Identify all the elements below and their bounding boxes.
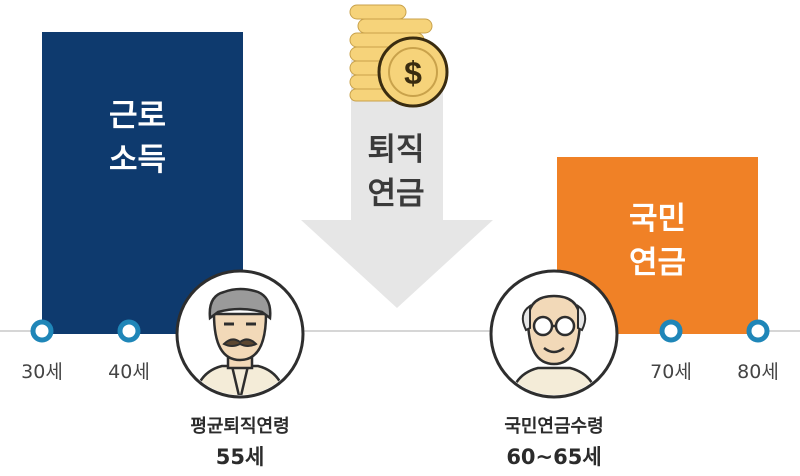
national-pension-line1: 국민 (628, 200, 687, 237)
pension-age-value: 60~65세 (506, 445, 602, 469)
national-pension-line2: 연금 (628, 244, 687, 281)
tick-label-70: 70세 (650, 361, 692, 383)
tick-marker-70 (659, 319, 683, 343)
pension-age-caption: 국민연금수령 60~65세 (464, 412, 644, 472)
retirement-age-value: 55세 (215, 445, 265, 469)
dollar-coin-icon: $ (377, 36, 449, 108)
national-pension-block: 국민 연금 (557, 157, 758, 334)
tick-label-40: 40세 (108, 361, 150, 383)
retirement-pension-line1: 퇴직 (367, 132, 425, 168)
labor-income-line1: 근로 (108, 98, 167, 134)
labor-income-line2: 소득 (108, 142, 167, 178)
elderly-man-icon (489, 269, 619, 399)
tick-label-30: 30세 (21, 361, 63, 383)
retirement-pension-label: 퇴직 연금 (348, 128, 444, 216)
pension-age-title: 국민연금수령 (504, 416, 604, 437)
retirement-pension-line2: 연금 (367, 176, 425, 212)
tick-label-80: 80세 (737, 361, 779, 383)
retirement-age-title: 평균퇴직연령 (190, 416, 290, 437)
tick-marker-40 (117, 319, 141, 343)
tick-marker-80 (746, 319, 770, 343)
middle-aged-man-icon (175, 269, 305, 399)
national-pension-label: 국민 연금 (629, 197, 686, 285)
retirement-age-caption: 평균퇴직연령 55세 (150, 412, 330, 472)
tick-marker-30 (30, 319, 54, 343)
svg-text:$: $ (404, 55, 422, 91)
labor-income-label: 근로 소득 (109, 94, 166, 182)
